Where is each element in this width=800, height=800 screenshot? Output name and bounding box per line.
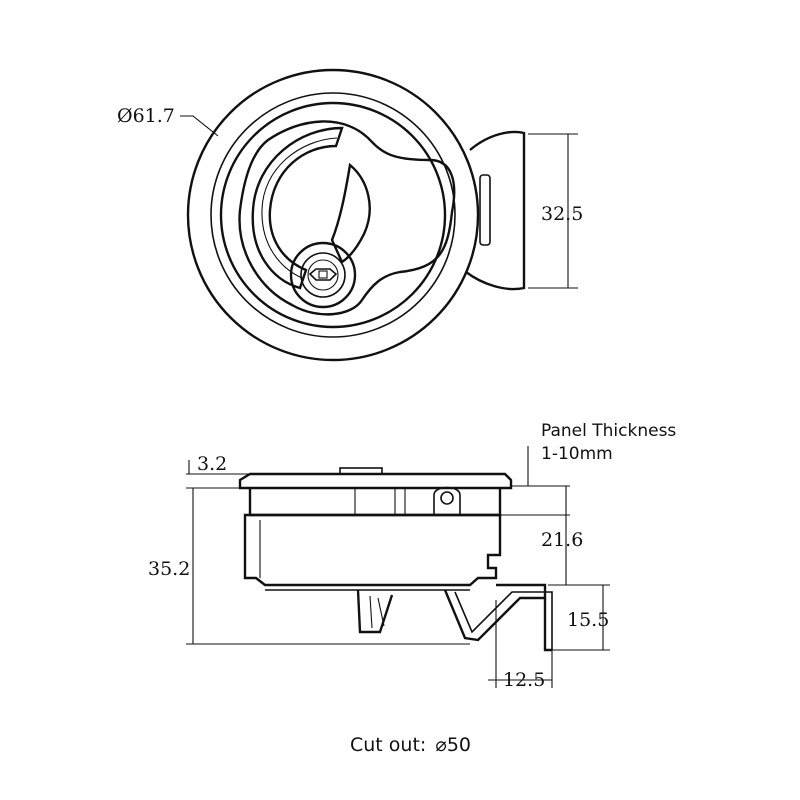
panel-thickness-title: Panel Thickness (541, 421, 676, 441)
flange-label: 3.2 (197, 453, 227, 475)
pivot-boss (433, 486, 461, 515)
body-depth-label: 21.6 (541, 529, 583, 551)
bezel-inner-ring (210, 92, 456, 338)
upper-body (248, 488, 502, 517)
pivot-pin (440, 491, 454, 505)
outer-bezel (186, 68, 480, 362)
diameter-leader (180, 115, 219, 137)
handle-paddle (330, 162, 371, 264)
top-button (339, 467, 383, 475)
lock-tang (356, 589, 394, 634)
diameter-label: Ø61.7 (117, 105, 175, 127)
lock-cylinder-outer (289, 241, 357, 309)
panel-thickness-range: 1-10mm (541, 444, 613, 464)
latch-height-label: 15.5 (567, 609, 609, 631)
d-ring-handle (251, 126, 344, 290)
key-slot-center (318, 270, 328, 279)
lock-cylinder-inner (300, 252, 346, 298)
cup-body (243, 513, 502, 587)
flange (238, 472, 513, 490)
latch-bolt (443, 583, 547, 642)
latch-bolt-end (543, 598, 552, 652)
handle-recess (238, 120, 456, 316)
latch-bolt-arm (454, 591, 553, 650)
latch-lobe-slot (479, 174, 491, 246)
latch-offset-label: 12.5 (503, 669, 545, 691)
cutout-note: Cut out: ⌀50 (350, 734, 471, 756)
key-slot-icon (308, 268, 338, 281)
top-view: Ø61.7 32.5 (117, 68, 583, 362)
d-ring-inner (261, 137, 338, 279)
cup-rim (219, 101, 447, 329)
cutout-value: ⌀50 (435, 734, 471, 756)
lock-cylinder-core (307, 259, 339, 291)
cutout-prefix: Cut out: (350, 734, 426, 756)
lock-tang-inner (369, 595, 385, 629)
total-height-label: 35.2 (148, 558, 190, 580)
latch-lobe (465, 130, 526, 291)
height-label: 32.5 (541, 203, 583, 225)
side-view: 3.2 35.2 Panel Thickness 1-10mm 21.6 15.… (148, 421, 676, 691)
svg-text:Cut out: ⌀50: Cut out: ⌀50 (350, 734, 471, 756)
